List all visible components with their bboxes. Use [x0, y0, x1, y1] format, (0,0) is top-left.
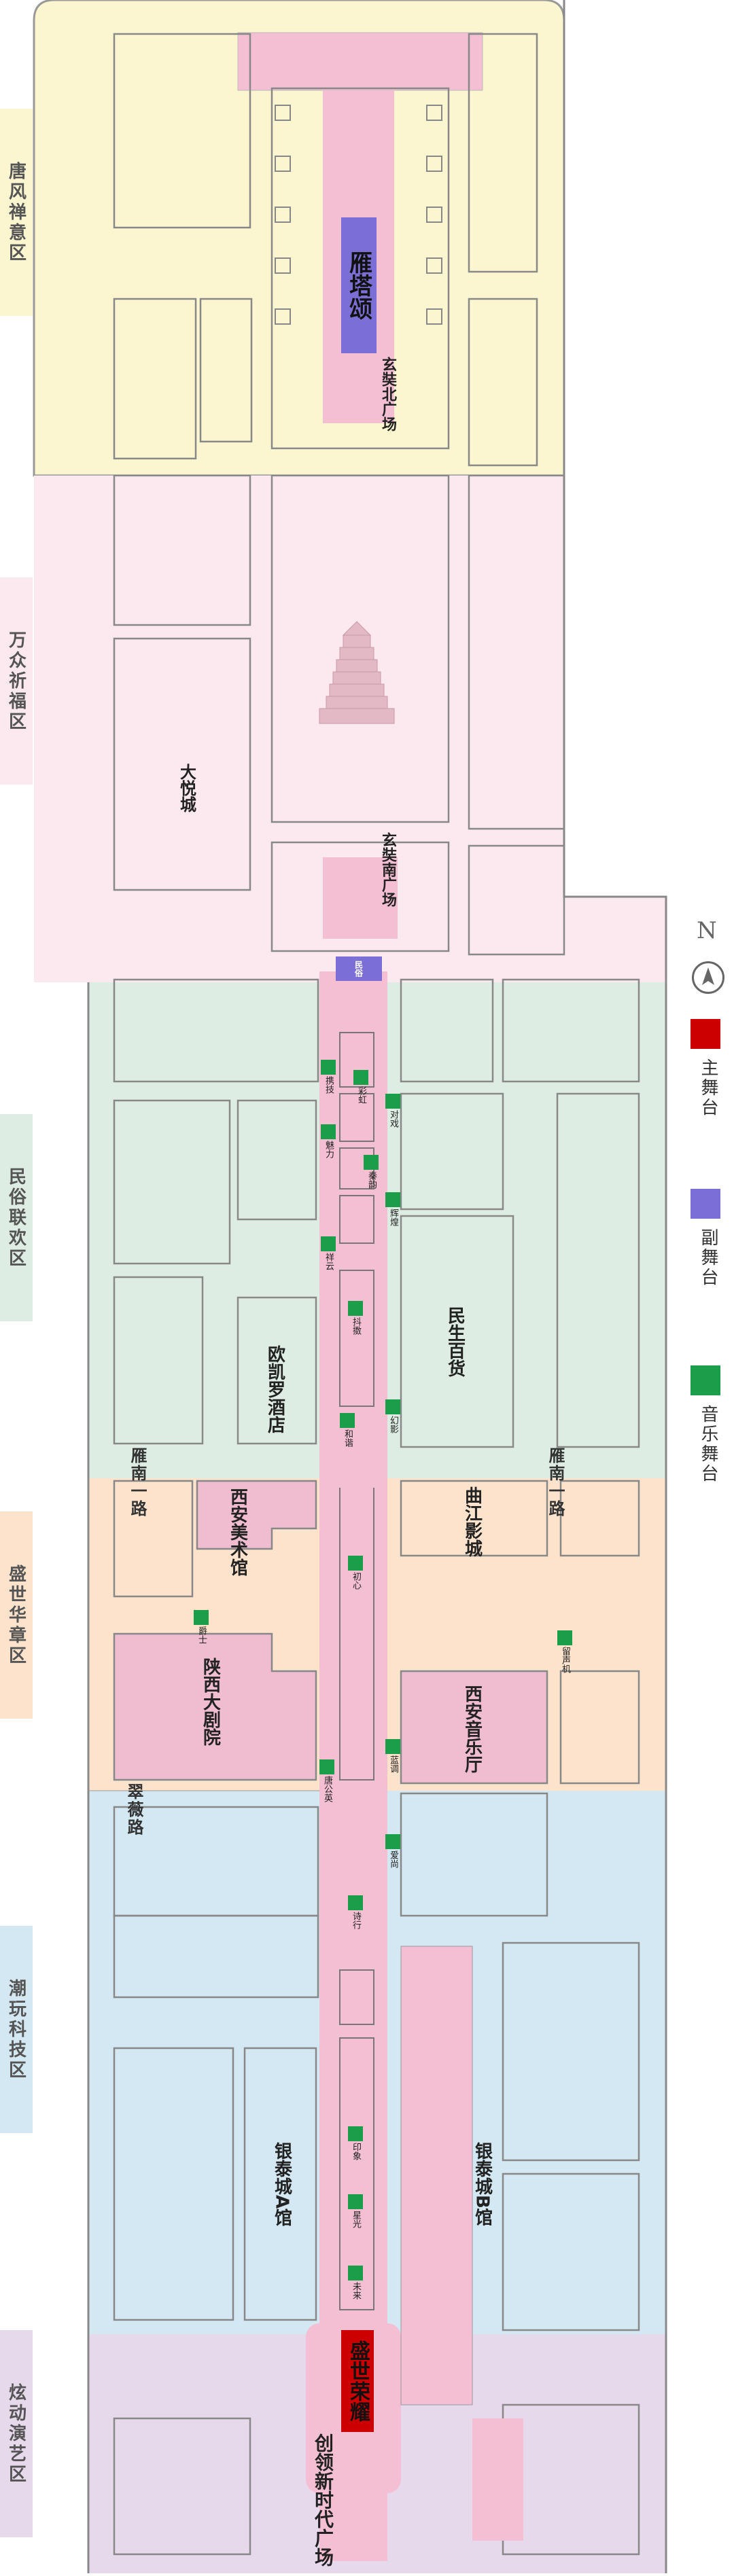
legend-sub-stage-swatch — [691, 1189, 720, 1219]
music-stage-label: 秦韵 — [366, 1171, 377, 1189]
tang-blocks — [113, 33, 538, 467]
music-stage-label: 星光 — [351, 2211, 361, 2228]
street-yannan-east: 雁南一路 — [546, 1447, 565, 1518]
music-stage-marker — [340, 1413, 355, 1428]
label-yintai-b: 银泰城B馆 — [472, 2142, 493, 2226]
zone-label-tangfeng: 唐风禅意区 — [0, 109, 33, 316]
music-stage-label: 抖擞 — [351, 1317, 361, 1335]
music-stage-marker — [348, 1895, 363, 1910]
yintai-b-block — [400, 1946, 473, 2405]
music-stage-marker — [348, 1556, 363, 1571]
label-qujiang-cinema: 曲江影城 — [461, 1486, 483, 1557]
legend-music-stage-swatch — [691, 1365, 720, 1395]
north-plaza-bar — [237, 32, 483, 91]
label-main-stage: 盛世荣耀 — [346, 2340, 370, 2422]
music-stage-label: 未来 — [351, 2282, 361, 2300]
legend-sub-stage-label: 副舞台 — [698, 1228, 718, 1287]
label-minsu-stage: 民俗 — [353, 961, 364, 977]
music-stage-marker — [348, 2266, 363, 2280]
music-stage-label: 携技 — [324, 1076, 334, 1094]
street-yannan-west: 雁南一路 — [128, 1447, 147, 1518]
zone-bg-wanzhong-ext — [564, 897, 666, 982]
north-label: N — [697, 917, 717, 944]
zone-label-minsu: 民俗联欢区 — [0, 1114, 33, 1321]
music-stage-label: 留声机 — [560, 1647, 570, 1673]
label-xuanzang-north-square: 玄奘北广场 — [379, 357, 396, 431]
label-xuanzang-south-square: 玄奘南广场 — [379, 832, 396, 907]
zone-label-wanzhong: 万众祈福区 — [0, 577, 33, 785]
music-stage-label: 幻影 — [388, 1416, 398, 1433]
xuandong-pink-block — [472, 2418, 523, 2541]
music-stage-label: 彩虹 — [356, 1086, 366, 1104]
music-stage-marker — [364, 1155, 379, 1170]
music-stage-label: 对戏 — [388, 1110, 398, 1128]
music-stage-marker — [348, 1301, 363, 1316]
wanzhong-blocks — [113, 474, 565, 956]
label-shaanxi-theatre: 陕西大剧院 — [200, 1658, 221, 1746]
legend-main-stage: 主舞台 — [691, 1019, 734, 1117]
north-arrow-icon — [692, 961, 724, 994]
label-yanta-song: 雁塔颂 — [345, 251, 372, 320]
label-xian-art-museum: 西安美术馆 — [227, 1488, 248, 1576]
music-stage-marker — [194, 1610, 209, 1625]
chaowan-blocks — [113, 1792, 640, 2556]
music-stage-marker — [348, 2126, 363, 2141]
label-chuangling-square: 创领新时代广场 — [312, 2433, 334, 2566]
label-okaro-hotel: 欧凯罗酒店 — [264, 1345, 285, 1433]
music-stage-label: 祥云 — [324, 1253, 334, 1270]
zone-label-shengshi: 盛世华章区 — [0, 1511, 33, 1719]
music-stage-label: 爵士 — [196, 1626, 207, 1644]
legend-main-stage-swatch — [691, 1019, 720, 1049]
tang-small-squares — [275, 105, 442, 325]
minsu-blocks — [113, 978, 640, 1448]
zone-bg-wanzhong-low — [34, 897, 564, 982]
map-outer-border — [87, 0, 667, 2573]
label-dayue-city: 大悦城 — [177, 764, 196, 812]
music-stage-label: 辉煌 — [388, 1209, 398, 1226]
label-xian-concert-hall: 西安音乐厅 — [461, 1685, 483, 1773]
music-stage-marker — [385, 1739, 400, 1754]
legend-music-stage-label: 音乐舞台 — [698, 1405, 718, 1484]
shengshi-blocks — [113, 1480, 640, 1785]
music-stage-label: 魅力 — [324, 1141, 334, 1158]
legend-sub-stage: 副舞台 — [691, 1189, 734, 1287]
label-minsheng: 民生百货 — [444, 1306, 466, 1377]
legend-main-stage-label: 主舞台 — [698, 1058, 718, 1117]
music-stage-marker — [557, 1630, 572, 1645]
south-square-pad — [323, 857, 398, 939]
music-stage-marker — [385, 1192, 400, 1207]
music-stage-marker — [319, 1759, 334, 1774]
pagoda-icon — [319, 621, 395, 724]
label-yintai-a: 银泰城A馆 — [271, 2141, 292, 2227]
zone-label-chaowan: 潮玩科技区 — [0, 1926, 33, 2133]
music-stage-marker — [321, 1060, 336, 1075]
crossing-north — [333, 1440, 387, 1488]
street-cuiwei: 翠薇路 — [124, 1783, 143, 1836]
music-stage-label: 唐公英 — [322, 1776, 332, 1802]
music-stage-label: 爱尚 — [388, 1850, 398, 1868]
music-stage-label: 蓝调 — [388, 1755, 398, 1773]
music-stage-marker — [385, 1834, 400, 1849]
music-stage-label: 和谐 — [343, 1429, 353, 1447]
zone-label-xuandong: 炫动演艺区 — [0, 2330, 33, 2537]
music-stage-marker — [385, 1094, 400, 1109]
music-stage-marker — [353, 1070, 368, 1085]
legend-music-stage: 音乐舞台 — [691, 1365, 734, 1484]
music-stage-marker — [321, 1124, 336, 1139]
main-stage — [341, 2330, 374, 2432]
music-stage-label: 诗行 — [351, 1912, 361, 1929]
music-stage-marker — [348, 2194, 363, 2209]
music-stage-marker — [385, 1399, 400, 1414]
music-stage-label: 初心 — [351, 1572, 361, 1590]
sub-stage-yanta — [341, 217, 377, 353]
music-stage-marker — [321, 1236, 336, 1251]
zone-bg-wanzhong — [34, 476, 564, 897]
music-stage-label: 印象 — [351, 2143, 361, 2160]
crossing-south — [333, 1916, 387, 1963]
sub-stage-minsu — [336, 956, 382, 981]
